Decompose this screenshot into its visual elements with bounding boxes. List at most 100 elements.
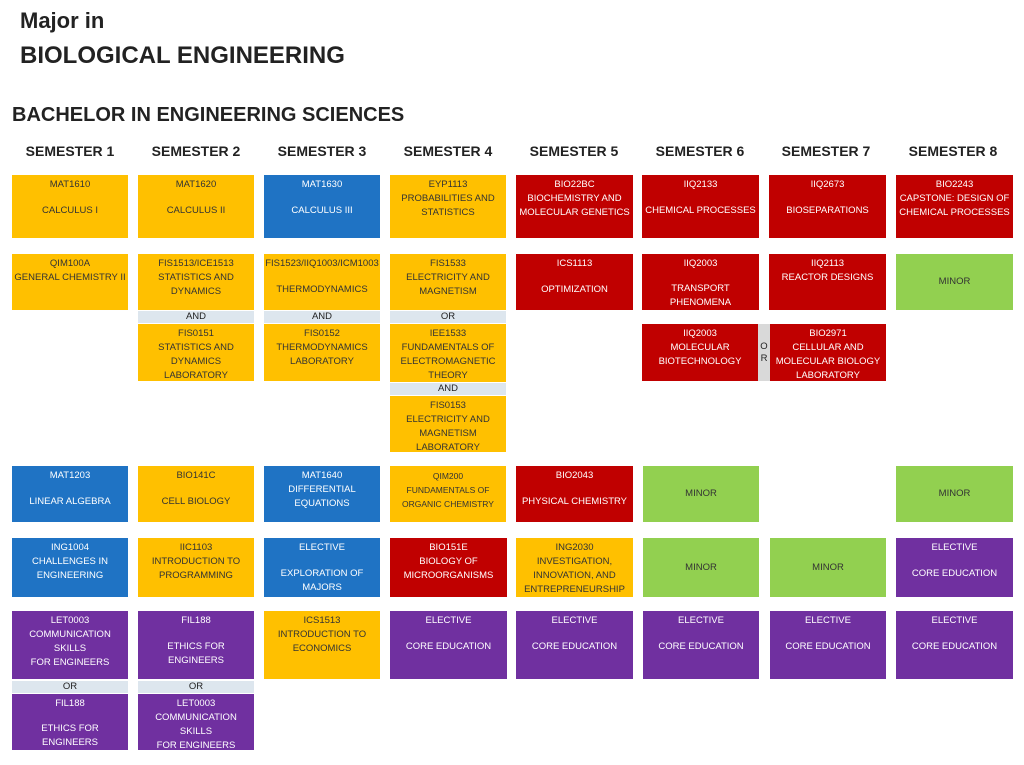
course-card[interactable]: ELECTIVE EXPLORATION OF MAJORS <box>264 538 380 597</box>
course-card[interactable]: FIS0151 STATISTICS AND DYNAMICS LABORATO… <box>138 324 254 381</box>
course-card[interactable]: ICS1513 INTRODUCTION TO ECONOMICS <box>264 611 380 679</box>
course-name: INNOVATION, AND <box>533 570 616 581</box>
course-code: IIQ2003 <box>683 328 717 339</box>
course-name: REACTOR DESIGNS <box>781 272 874 283</box>
course-code: MAT1630 <box>301 179 343 190</box>
course-code: IIQ2003 <box>683 258 718 269</box>
course-card[interactable]: LET0003 COMMUNICATION SKILLS FOR ENGINEE… <box>138 694 254 751</box>
course-name: FUNDAMENTALS OF <box>406 485 490 495</box>
minor-card[interactable]: MINOR <box>896 254 1013 310</box>
minor-card[interactable]: MINOR <box>643 538 759 597</box>
course-card[interactable]: MAT1630 CALCULUS III <box>264 175 380 238</box>
course-code: LET0003 <box>176 698 216 709</box>
or-letter: O <box>760 340 768 352</box>
course-card[interactable]: MAT1203 LINEAR ALGEBRA <box>12 466 128 522</box>
course-card[interactable]: FIS1513/ICE1513 STATISTICS AND DYNAMICS <box>138 254 254 310</box>
course-card[interactable]: ELECTIVE CORE EDUCATION <box>896 538 1013 597</box>
course-card[interactable]: FIS1533 ELECTRICITY AND MAGNETISM <box>390 254 506 310</box>
course-card[interactable]: IIQ2673 BIOSEPARATIONS <box>769 175 886 238</box>
course-code: ELECTIVE <box>931 615 978 626</box>
course-code: QIM100A <box>49 258 91 269</box>
course-card[interactable]: FIS1523/IIQ1003/ICM1003 THERMODYNAMICS <box>264 254 380 310</box>
course-name: THEORY <box>428 370 468 381</box>
course-name: STATISTICS AND <box>158 272 234 283</box>
minor-card[interactable]: MINOR <box>896 466 1013 522</box>
course-code: ELECTIVE <box>299 542 345 553</box>
course-card[interactable]: BIO22BC BIOCHEMISTRY AND MOLECULAR GENET… <box>516 175 633 238</box>
course-card[interactable]: MAT1610 CALCULUS I <box>12 175 128 238</box>
course-card[interactable]: FIL188 ETHICS FOR ENGINEERS <box>12 694 128 750</box>
course-card[interactable]: ING2030 INVESTIGATION, INNOVATION, AND E… <box>516 538 633 597</box>
course-name: CALCULUS III <box>291 205 353 216</box>
course-name: CORE EDUCATION <box>531 641 618 652</box>
course-card[interactable]: QIM100A GENERAL CHEMISTRY II <box>12 254 128 310</box>
course-card[interactable]: FIS0153 ELECTRICITY AND MAGNETISM LABORA… <box>390 396 506 453</box>
course-card[interactable]: FIS0152 THERMODYNAMICS LABORATORY <box>264 324 380 381</box>
course-code: IIQ2133 <box>683 179 718 190</box>
course-name: FOR ENGINEERS <box>30 657 110 668</box>
course-card[interactable]: IIC1103 INTRODUCTION TO PROGRAMMING <box>138 538 254 597</box>
course-name: GENERAL CHEMISTRY II <box>14 272 126 283</box>
course-name: STATISTICS AND <box>158 342 234 353</box>
course-card[interactable]: IIQ2003 TRANSPORT PHENOMENA <box>642 254 759 310</box>
course-name: CHEMICAL PROCESSES <box>899 207 1010 218</box>
course-card[interactable]: ICS1113 OPTIMIZATION <box>516 254 633 310</box>
course-code: MAT1610 <box>49 179 91 190</box>
course-card[interactable]: BIO141C CELL BIOLOGY <box>138 466 254 522</box>
course-card[interactable]: BIO2043 PHYSICAL CHEMISTRY <box>516 466 633 522</box>
course-name: MOLECULAR <box>670 342 730 353</box>
course-card[interactable]: ING1004 CHALLENGES IN ENGINEERING <box>12 538 128 597</box>
course-name: MOLECULAR GENETICS <box>519 207 630 218</box>
course-card[interactable]: ELECTIVE CORE EDUCATION <box>643 611 759 679</box>
course-name: ECONOMICS <box>292 643 352 654</box>
course-card[interactable]: IIQ2113 REACTOR DESIGNS <box>769 254 886 310</box>
course-code: EYP1113 <box>428 179 468 190</box>
course-name: MICROORGANISMS <box>403 570 494 581</box>
minor-card[interactable]: MINOR <box>643 466 759 522</box>
course-card[interactable]: FIL188 ETHICS FOR ENGINEERS <box>138 611 254 679</box>
course-card[interactable]: ELECTIVE CORE EDUCATION <box>390 611 507 679</box>
course-code: LET0003 <box>50 615 90 626</box>
course-name: MOLECULAR BIOLOGY <box>775 356 881 367</box>
course-name: CELLULAR AND <box>792 342 864 353</box>
course-card[interactable]: ELECTIVE CORE EDUCATION <box>516 611 633 679</box>
course-code: ELECTIVE <box>931 542 978 553</box>
course-card[interactable]: BIO2971 CELLULAR AND MOLECULAR BIOLOGY L… <box>770 324 886 381</box>
course-card[interactable]: BIO2243 CAPSTONE: DESIGN OF CHEMICAL PRO… <box>896 175 1013 238</box>
semester-header: SEMESTER 1 <box>25 143 115 159</box>
course-code: FIS0153 <box>430 400 466 411</box>
course-card[interactable]: EYP1113 PROBABILITIES AND STATISTICS <box>390 175 506 238</box>
course-card[interactable]: ELECTIVE CORE EDUCATION <box>770 611 886 679</box>
course-code: FIS1513/ICE1513 <box>158 258 234 269</box>
course-code: IIQ2113 <box>810 258 845 269</box>
course-code: BIO2043 <box>555 470 594 481</box>
course-name: ENGINEERING <box>36 570 104 581</box>
minor-card[interactable]: MINOR <box>770 538 886 597</box>
course-name: LABORATORY <box>416 442 480 453</box>
course-card[interactable]: IIQ2003 MOLECULAR BIOTECHNOLOGY <box>642 324 758 381</box>
course-name: PHYSICAL CHEMISTRY <box>521 496 628 507</box>
course-code: ELECTIVE <box>551 615 598 626</box>
course-card[interactable]: IEE1533 FUNDAMENTALS OF ELECTROMAGNETIC … <box>390 324 506 382</box>
course-card[interactable]: BIO151E BIOLOGY OF MICROORGANISMS <box>390 538 507 597</box>
course-card[interactable]: LET0003 COMMUNICATION SKILLS FOR ENGINEE… <box>12 611 128 679</box>
course-name: LABORATORY <box>290 356 354 367</box>
course-name: ORGANIC CHEMISTRY <box>402 499 494 509</box>
course-code: FIS0151 <box>178 328 214 339</box>
course-name: ETHICS FOR ENGINEERS <box>41 723 99 748</box>
course-card[interactable]: MAT1620 CALCULUS II <box>138 175 254 238</box>
course-code: IIQ2673 <box>810 179 845 190</box>
course-name: THERMODYNAMICS <box>276 284 368 295</box>
course-card[interactable]: MAT1640 DIFFERENTIAL EQUATIONS <box>264 466 380 522</box>
or-connector: OR <box>390 311 506 323</box>
and-connector: AND <box>264 311 380 323</box>
course-card[interactable]: ELECTIVE CORE EDUCATION <box>896 611 1013 679</box>
course-name: ELECTRICITY AND <box>406 272 490 283</box>
course-name: PROBABILITIES AND <box>401 193 495 204</box>
course-code: IEE1533 <box>429 328 467 339</box>
course-card[interactable]: IIQ2133 CHEMICAL PROCESSES <box>642 175 759 238</box>
course-card[interactable]: QIM200 FUNDAMENTALS OF ORGANIC CHEMISTRY <box>390 466 506 522</box>
course-name: TRANSPORT PHENOMENA <box>669 283 732 308</box>
course-name: MINOR <box>685 488 717 499</box>
course-code: ICS1113 <box>556 258 593 269</box>
